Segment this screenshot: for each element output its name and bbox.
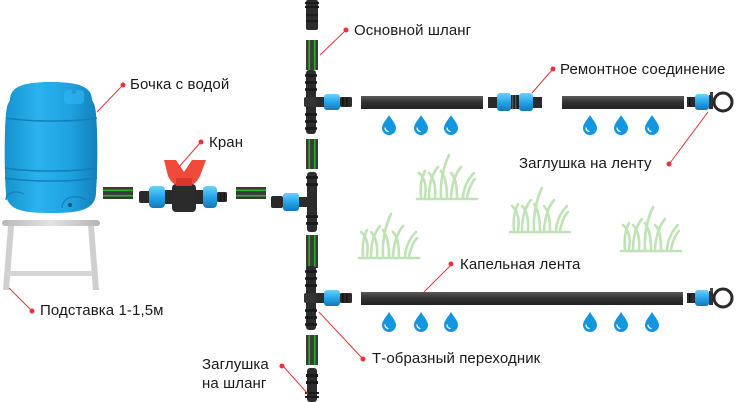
water-drop-icon xyxy=(413,114,429,136)
grass-icon xyxy=(508,186,572,234)
drip-tape-segment xyxy=(562,96,684,109)
valve xyxy=(139,160,227,212)
water-drop-icon xyxy=(582,311,598,333)
water-drop-icon xyxy=(613,114,629,136)
hose-end-plug xyxy=(305,368,319,402)
label-hose-plug-line1: Заглушка xyxy=(202,356,269,373)
label-repair-connector: Ремонтное соединение xyxy=(560,61,726,78)
upper-drip-line xyxy=(304,70,734,134)
main-hose-vertical-top xyxy=(305,0,319,70)
drip-tape-segment xyxy=(361,292,683,305)
lower-drip-line xyxy=(304,238,734,402)
grass-icon xyxy=(415,153,479,201)
label-tee-adapter: Т-образный переходник xyxy=(372,350,541,367)
water-drop-icon xyxy=(613,311,629,333)
drip-tape-segment xyxy=(361,96,483,109)
label-valve: Кран xyxy=(209,134,244,151)
water-drop-icon xyxy=(582,114,598,136)
grass-icon xyxy=(619,205,683,253)
water-drop-icon xyxy=(443,311,459,333)
water-drop-icon xyxy=(443,114,459,136)
label-stand: Подставка 1-1,5м xyxy=(40,302,164,319)
barrel-stand xyxy=(2,220,100,290)
water-drop-icon xyxy=(381,311,397,333)
grass-icon xyxy=(357,212,421,260)
label-tape-plug: Заглушка на ленту xyxy=(519,155,652,172)
repair-connector xyxy=(488,93,542,111)
water-drop-icon xyxy=(381,114,397,136)
water-drop-icon xyxy=(644,114,660,136)
water-barrel xyxy=(4,82,98,213)
tee-main-junction xyxy=(271,139,318,265)
label-main-hose: Основной шланг xyxy=(354,22,472,39)
water-drop-icon xyxy=(644,311,660,333)
water-drop-icon xyxy=(413,311,429,333)
label-hose-plug-line2: на шланг xyxy=(202,375,267,392)
label-barrel: Бочка с водой xyxy=(130,76,230,93)
leader-lines xyxy=(8,27,709,395)
label-drip-tape: Капельная лента xyxy=(460,256,581,273)
